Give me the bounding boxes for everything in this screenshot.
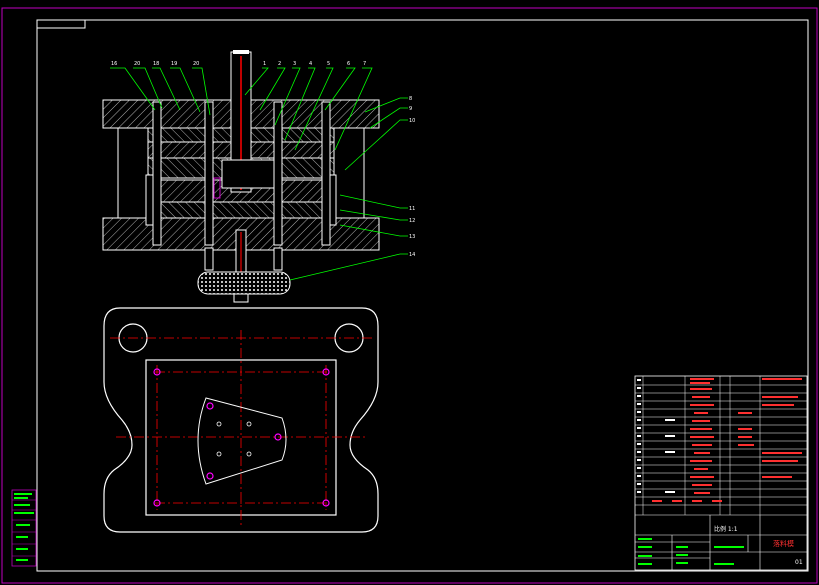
nut: [233, 293, 249, 303]
scale-text: 比例 1:1: [714, 525, 738, 533]
pierce-hole-4: [246, 451, 252, 457]
left-strip: [11, 489, 37, 567]
plan-view: [103, 307, 379, 533]
die-shank-cap: [233, 50, 249, 54]
bolt-right-1: [273, 101, 283, 246]
corner-tab: [36, 19, 86, 29]
title-block: 比例 1:1 落料模 01: [634, 375, 808, 571]
callout-top-2: 20: [134, 61, 140, 67]
outer-frame: [1, 7, 818, 584]
bolt-right-2: [321, 101, 331, 246]
drawing-title: 落料模: [773, 539, 794, 548]
inner-frame: [36, 19, 809, 572]
bolt-hole-4: [322, 499, 330, 507]
callout-right-7: 14: [409, 252, 415, 258]
drawing-number: 01: [795, 559, 803, 566]
callout-right-3: 10: [409, 118, 415, 124]
punch-red: [213, 177, 221, 199]
callout-top-4: 19: [171, 61, 177, 67]
bolt-left-2: [204, 101, 214, 246]
bolt-left-1: [152, 101, 162, 246]
rubber-buffer: [197, 271, 291, 295]
pin-hole-1: [206, 402, 214, 410]
punch: [221, 159, 275, 189]
callout-top-8: 3: [293, 61, 296, 67]
callout-right-2: 9: [409, 106, 412, 112]
pin-hole-2: [274, 433, 282, 441]
callout-top-5: 20: [193, 61, 199, 67]
callout-top-1: 16: [111, 61, 117, 67]
die-base-outline: [103, 307, 379, 533]
callout-top-10: 5: [327, 61, 330, 67]
bolt-hole-1: [153, 368, 161, 376]
callout-top-11: 6: [347, 61, 350, 67]
pierce-hole-3: [216, 451, 222, 457]
callout-top-6: 1: [263, 61, 266, 67]
callout-right-1: 8: [409, 96, 412, 102]
callout-top-9: 4: [309, 61, 312, 67]
lower-pad: [147, 201, 335, 219]
bolt-hole-2: [322, 368, 330, 376]
callout-right-4: 11: [409, 206, 415, 212]
pin-hole-3: [206, 472, 214, 480]
callout-right-6: 13: [409, 234, 415, 240]
right-guide-post: [333, 127, 365, 219]
pierce-hole-2: [246, 421, 252, 427]
callout-right-5: 12: [409, 218, 415, 224]
blank-shape: [197, 397, 287, 485]
die-plate-outline: [145, 359, 337, 516]
ejector-rod-right: [273, 247, 283, 271]
left-guide-post: [117, 127, 149, 219]
pierce-hole-1: [216, 421, 222, 427]
ejector-rod-left: [204, 247, 214, 271]
callout-top-12: 7: [363, 61, 366, 67]
bolt-hole-3: [153, 499, 161, 507]
section-view: [102, 50, 408, 303]
callout-top-3: 18: [153, 61, 159, 67]
callout-top-7: 2: [278, 61, 281, 67]
